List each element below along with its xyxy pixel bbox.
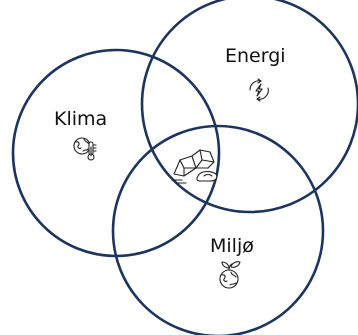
energi-label: Energi	[225, 45, 286, 67]
rocks-icon	[172, 150, 217, 183]
klima-circle	[13, 50, 219, 256]
globe-thermometer-icon	[74, 138, 96, 160]
miljo-label: Miljø	[210, 235, 254, 257]
renewable-energy-icon	[250, 79, 268, 101]
globe-leaves-icon	[220, 262, 240, 288]
klima-label: Klima	[54, 108, 107, 130]
